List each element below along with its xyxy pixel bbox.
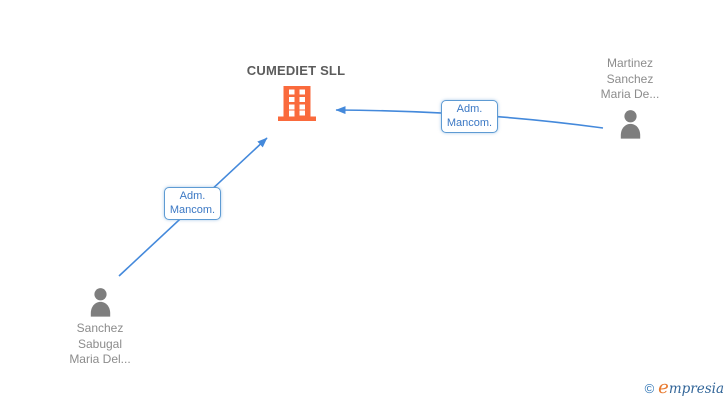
person-name-line: Martinez — [606, 56, 653, 70]
building-icon[interactable] — [277, 86, 317, 121]
person-name-line: Sanchez — [76, 321, 124, 335]
relation-label-line: Mancom. — [446, 116, 493, 129]
brand-text: mpresia — [668, 381, 724, 397]
company-name: CUMEDIET SLL — [246, 63, 346, 78]
person-icon-sanchez[interactable] — [85, 287, 116, 319]
brand-initial: e — [658, 377, 669, 398]
relation-label-sanchez[interactable]: Adm. Mancom. — [164, 187, 221, 220]
person-name-martinez: Martinez Sanchez Maria De... — [568, 56, 692, 103]
person-name-line: Sanchez — [606, 71, 654, 86]
person-name-sanchez: Sanchez Sabugal Maria Del... — [38, 321, 162, 368]
copyright-icon: © — [644, 381, 655, 396]
person-icon-martinez[interactable] — [615, 109, 646, 141]
person-name-line: Maria Del... — [69, 352, 131, 366]
relation-label-line: Mancom. — [169, 203, 216, 216]
person-name-line: Sabugal — [77, 336, 123, 351]
relation-label-martinez[interactable]: Adm. Mancom. — [441, 100, 498, 133]
person-name-line: Maria De... — [600, 87, 660, 101]
relation-label-line: Adm. — [179, 190, 206, 202]
relation-label-line: Adm. — [456, 103, 483, 115]
